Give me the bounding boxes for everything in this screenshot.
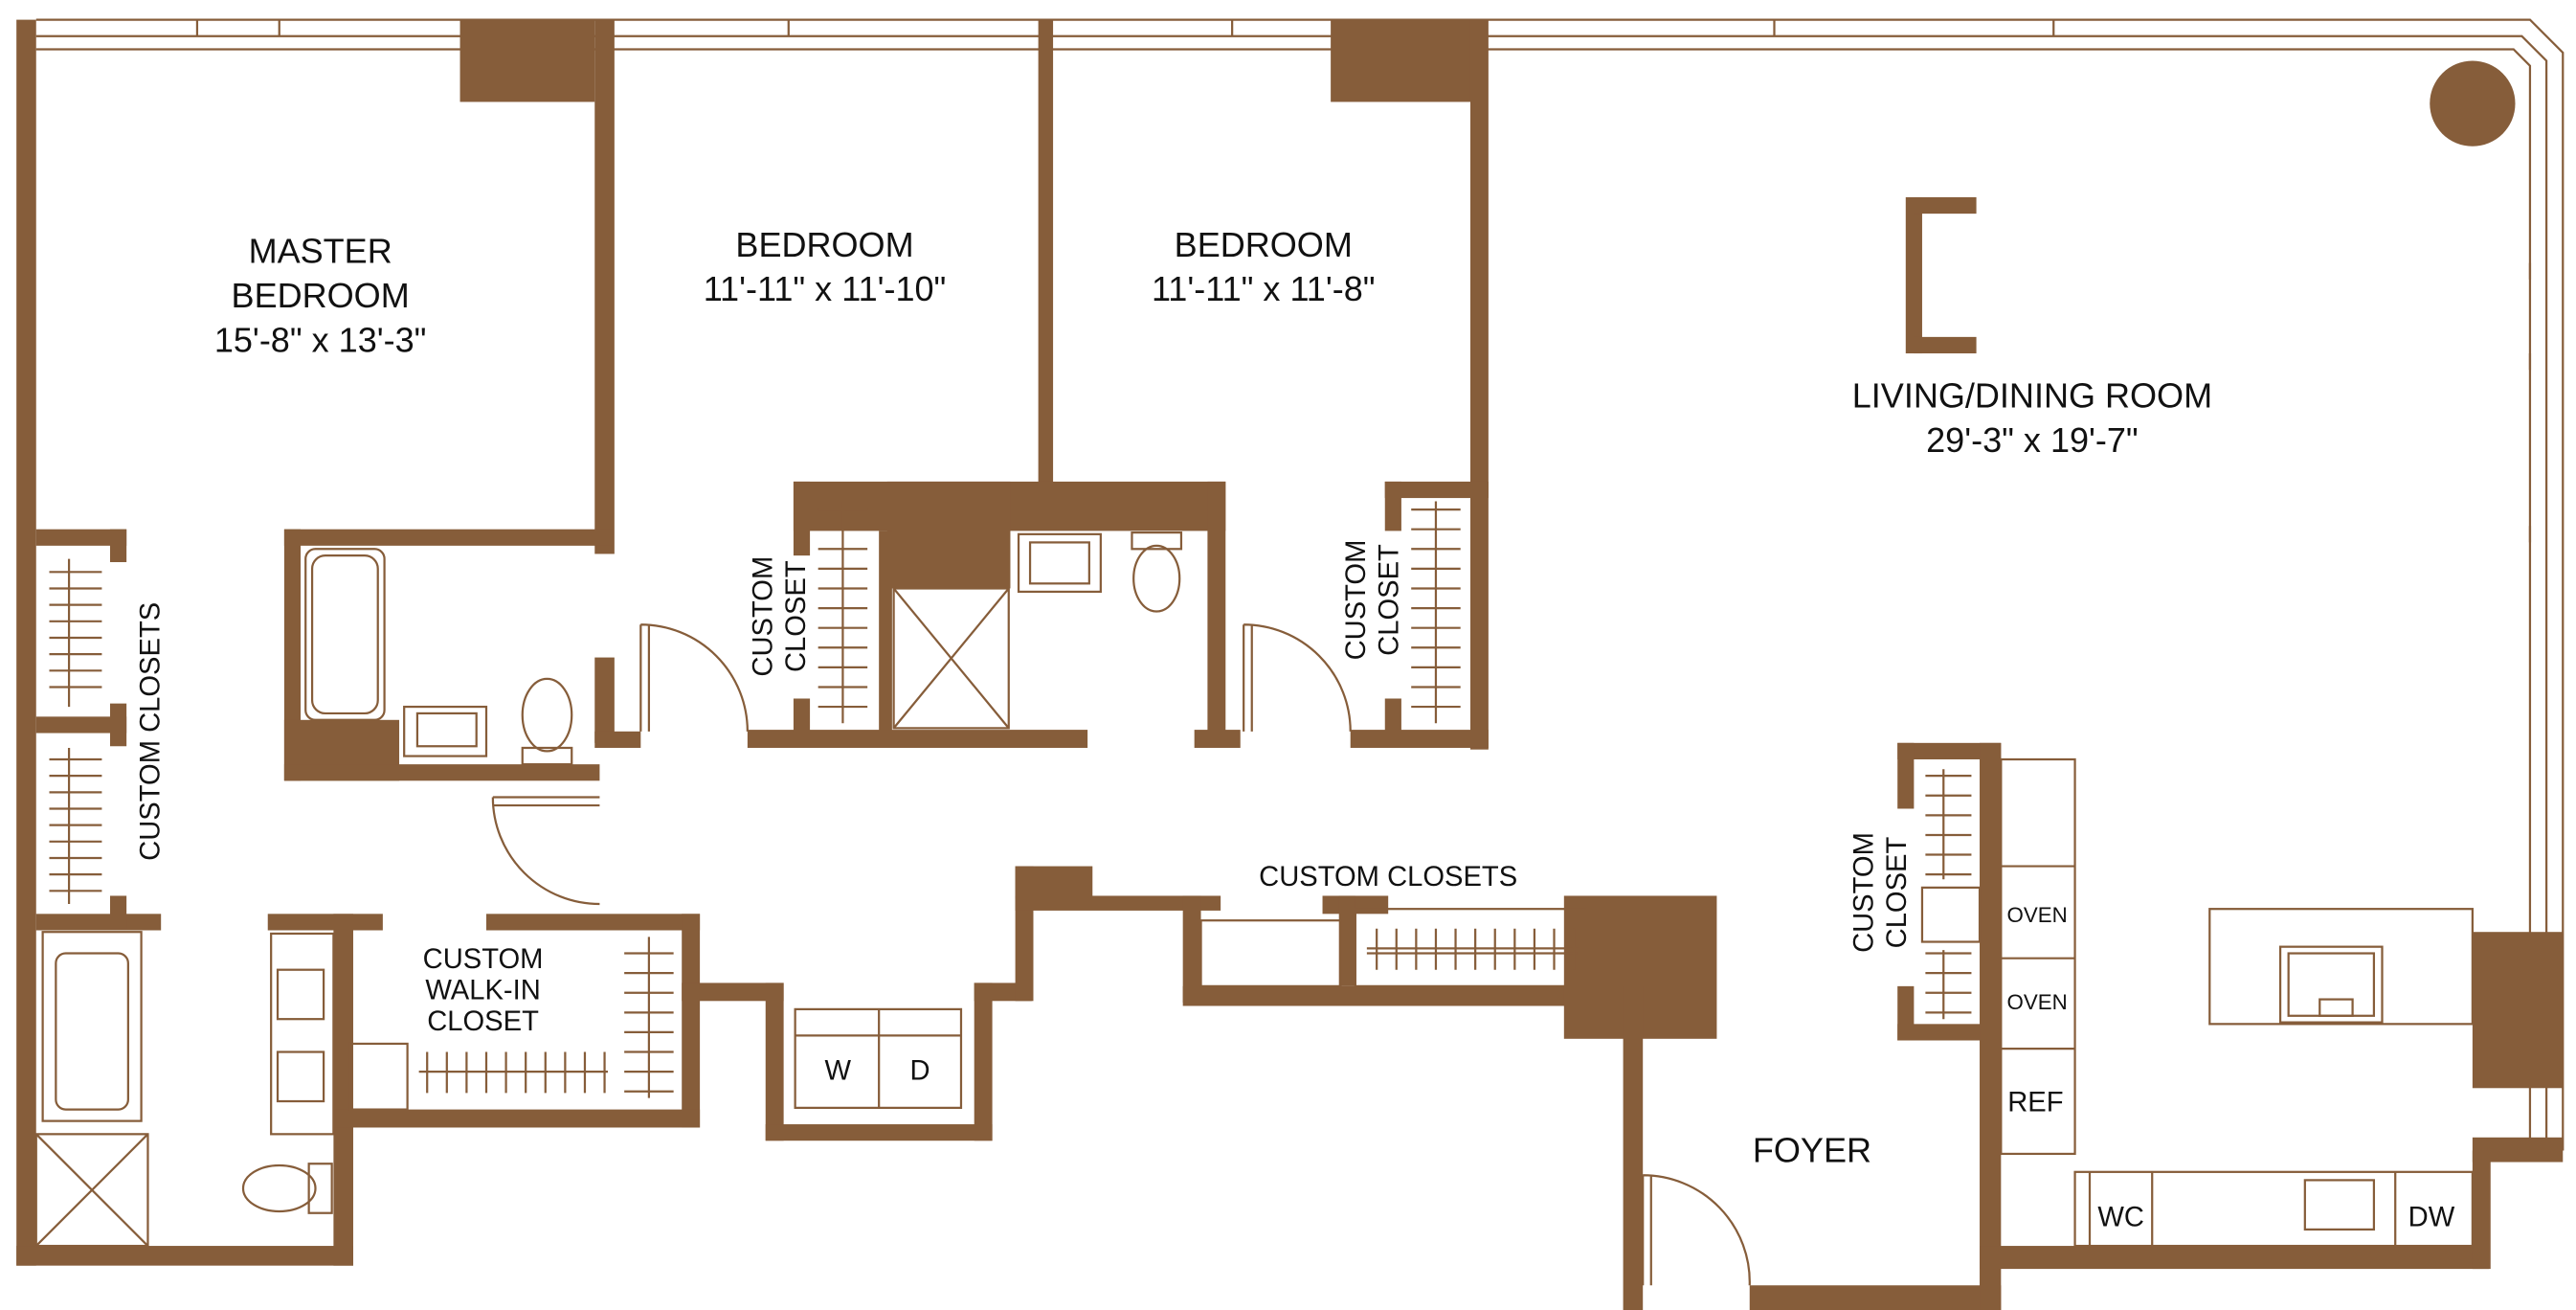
bedroom2-closet-label: CUSTOM xyxy=(1341,540,1372,661)
washer-label: W xyxy=(824,1056,851,1087)
walkin-closet-label: CUSTOM xyxy=(423,944,544,975)
fixtures xyxy=(34,531,2474,1248)
foyer-closet-label: CUSTOM xyxy=(1848,832,1879,953)
bedroom1-closet-label: CUSTOM xyxy=(749,556,779,677)
bedroom2-dims: 11'-11" x 11'-8" xyxy=(1152,269,1376,308)
bedroom1-label: BEDROOM xyxy=(735,225,913,264)
master-bedroom-dims: 15'-8" x 13'-3" xyxy=(214,320,427,359)
bedroom1-closet-label-2: CLOSET xyxy=(781,560,812,672)
custom-closets-left-label: CUSTOM CLOSETS xyxy=(135,602,166,861)
wc-label: WC xyxy=(2097,1202,2144,1232)
bedroom1-dims: 11'-11" x 11'-10" xyxy=(704,269,947,308)
living-label: LIVING/DINING ROOM xyxy=(1852,376,2212,416)
walls xyxy=(16,19,2564,1310)
bedroom2-closet-label-2: CLOSET xyxy=(1374,544,1404,656)
window-band xyxy=(35,18,2565,1151)
foyer-label: FOYER xyxy=(1753,1131,1871,1170)
living-dims: 29'-3" x 19'-7" xyxy=(1926,420,2139,460)
dryer-label: D xyxy=(910,1056,930,1087)
ref-label: REF xyxy=(2007,1087,2063,1118)
walkin-closet-label-3: CLOSET xyxy=(427,1006,539,1037)
doors xyxy=(491,623,1751,1286)
hall-closets-label: CUSTOM CLOSETS xyxy=(1259,862,1517,892)
closet-rods xyxy=(49,501,1972,1098)
oven1-label: OVEN xyxy=(2006,903,2067,927)
foyer-closet-label-2: CLOSET xyxy=(1882,837,1913,949)
master-bedroom-label-2: BEDROOM xyxy=(232,276,410,315)
bedroom2-label: BEDROOM xyxy=(1175,225,1353,264)
oven2-label: OVEN xyxy=(2006,990,2067,1014)
walkin-closet-label-2: WALK-IN xyxy=(425,976,540,1006)
dw-label: DW xyxy=(2408,1202,2455,1232)
master-bedroom-label: MASTER xyxy=(249,232,392,271)
